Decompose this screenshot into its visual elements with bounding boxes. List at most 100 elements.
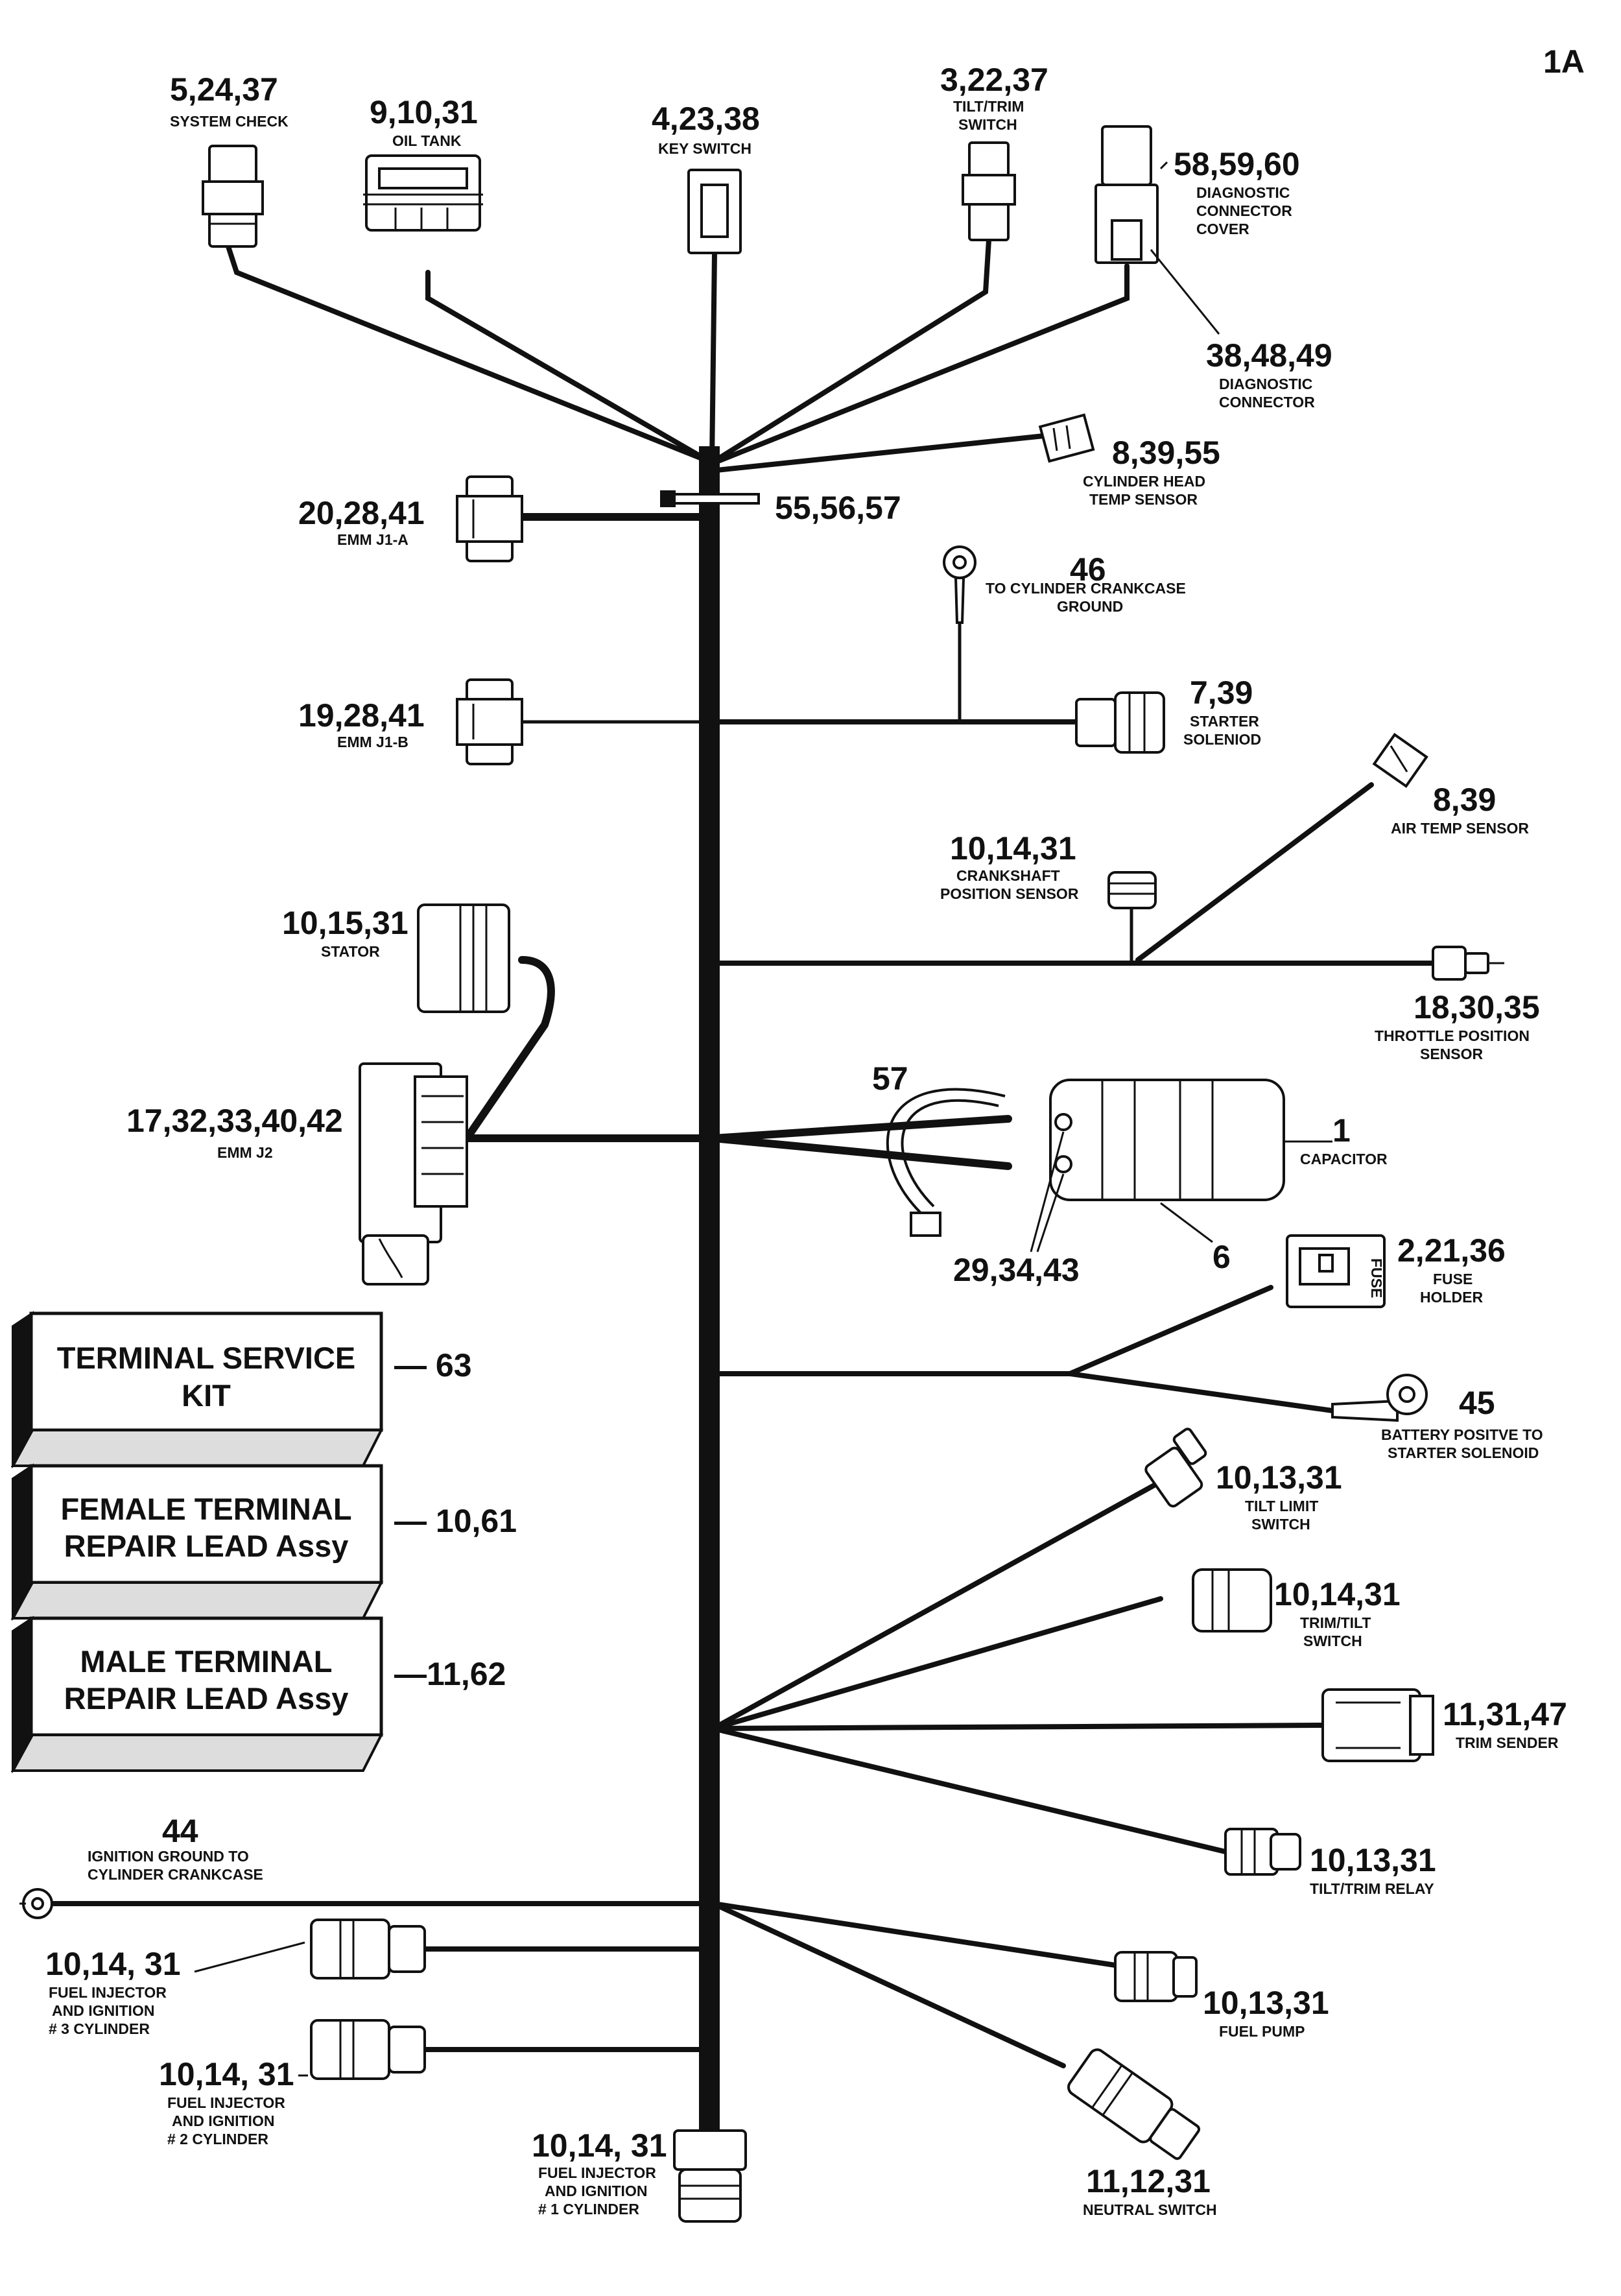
neutral-switch-connector[interactable]: 11,12,31 NEUTRAL SWITCH (1065, 2047, 1217, 2218)
kit-1-line-1: TERMINAL SERVICE (57, 1341, 356, 1375)
ignition-ground-num: 44 (162, 1813, 198, 1849)
air-temp-sensor[interactable]: 8,39 AIR TEMP SENSOR (1372, 732, 1529, 837)
cyl-head-temp-cap-1: CYLINDER HEAD (1083, 473, 1205, 490)
starter-solenoid-cap-1: STARTER (1190, 713, 1259, 730)
fuel-injector-2-connector[interactable]: 10,14, 31 FUEL INJECTOR AND IGNITION # 2… (159, 2019, 426, 2147)
starter-solenoid-num: 7,39 (1190, 675, 1253, 711)
crankcase-ground-num: 46 (1070, 551, 1106, 588)
stator-connector[interactable]: 10,15,31 STATOR (282, 903, 510, 1013)
emm-j1b-caption: EMM J1-B (337, 734, 408, 750)
ignition-ground-terminal[interactable]: 44 IGNITION GROUND TO CYLINDER CRANKCASE (19, 1813, 263, 1919)
fuel-pump-connector[interactable]: 10,13,31 FUEL PUMP (1114, 1951, 1329, 2040)
trim-sender-caption: TRIM SENDER (1456, 1734, 1559, 1751)
emm-j2-caption: EMM J2 (217, 1144, 273, 1161)
starter-solenoid-connector[interactable]: 7,39 STARTER SOLENIOD (1075, 675, 1261, 754)
cable-tie[interactable]: 57 (872, 1060, 1006, 1237)
male-terminal-repair-lead[interactable]: MALE TERMINAL REPAIR LEAD Assy —11,62 (10, 1616, 506, 1773)
kit-2-line-2: REPAIR LEAD Assy (64, 1529, 349, 1563)
key-switch-connector[interactable]: 4,23,38 KEY SWITCH (652, 101, 760, 254)
diag-cover-cap-2: CONNECTOR (1196, 202, 1292, 219)
fuel-pump-num: 10,13,31 (1203, 1985, 1329, 2021)
harness-trunk (699, 446, 720, 2135)
neutral-switch-caption: NEUTRAL SWITCH (1083, 2201, 1217, 2218)
oil-tank-caption: OIL TANK (392, 132, 462, 149)
ignition-ground-cap-2: CYLINDER CRANKCASE (88, 1866, 263, 1883)
tilt-limit-cap-2: SWITCH (1251, 1516, 1310, 1533)
trim-tilt-switch-num: 10,14,31 (1274, 1576, 1401, 1612)
clamp-label: 55,56,57 (775, 490, 901, 526)
injector-1-cap-3: # 1 CYLINDER (538, 2201, 639, 2218)
key-switch-caption: KEY SWITCH (658, 140, 751, 157)
emm-j1b-connector[interactable]: 19,28,41 EMM J1-B (298, 678, 523, 765)
battery-positive-num: 45 (1459, 1385, 1495, 1421)
tilt-limit-cap-1: TILT LIMIT (1245, 1498, 1318, 1514)
fuel-pump-caption: FUEL PUMP (1219, 2023, 1305, 2040)
air-temp-caption: AIR TEMP SENSOR (1391, 820, 1529, 837)
tilt-trim-relay[interactable]: 10,13,31 TILT/TRIM RELAY (1224, 1828, 1436, 1897)
injector-3-cap-1: FUEL INJECTOR (49, 1984, 167, 2001)
system-check-connector[interactable]: 5,24,37 SYSTEM CHECK (170, 71, 289, 248)
fuel-injector-1-connector[interactable]: 10,14, 31 FUEL INJECTOR AND IGNITION # 1… (532, 2127, 747, 2223)
battery-positive-cap-2: STARTER SOLENOID (1388, 1444, 1539, 1461)
diag-connector-cap-2: CONNECTOR (1219, 394, 1315, 411)
tilt-trim-switch-connector[interactable]: 3,22,37 TILT/TRIM SWITCH (940, 62, 1048, 241)
tilt-trim-switch-cap-2: SWITCH (958, 116, 1017, 133)
diag-cover-cap-1: DIAGNOSTIC (1196, 184, 1290, 201)
emm-j1a-connector[interactable]: 20,28,41 EMM J1-A (298, 475, 523, 562)
injector-2-cap-3: # 2 CYLINDER (167, 2131, 268, 2147)
injector-3-cap-3: # 3 CYLINDER (49, 2020, 150, 2037)
tilt-trim-relay-num: 10,13,31 (1310, 1842, 1436, 1878)
crankcase-ground-terminal[interactable]: 46 TO CYLINDER CRANKCASE GROUND (943, 545, 1186, 624)
kit-2-ref: — 10,61 (394, 1503, 517, 1539)
harness-wires (36, 237, 1436, 2068)
diagnostic-connector[interactable]: 38,48,49 DIAGNOSTIC CONNECTOR (1150, 249, 1332, 411)
kit-3-line-1: MALE TERMINAL (80, 1644, 332, 1679)
cyl-head-temp-cap-2: TEMP SENSOR (1089, 491, 1198, 508)
fuse-holder-cap-2: HOLDER (1420, 1289, 1484, 1306)
trim-tilt-switch-cap-2: SWITCH (1303, 1632, 1362, 1649)
tilt-limit-switch[interactable]: 10,13,31 TILT LIMIT SWITCH (1144, 1428, 1342, 1533)
crankcase-ground-cap-1: TO CYLINDER CRANKCASE (986, 580, 1186, 597)
female-terminal-repair-lead[interactable]: FEMALE TERMINAL REPAIR LEAD Assy — 10,61 (10, 1463, 517, 1621)
injector-2-cap-1: FUEL INJECTOR (167, 2094, 285, 2111)
diagnostic-connector-cover[interactable]: 58,59,60 DIAGNOSTIC CONNECTOR COVER (1094, 125, 1300, 264)
oil-tank-connector[interactable]: 9,10,31 OIL TANK (363, 94, 483, 232)
tilt-trim-relay-caption: TILT/TRIM RELAY (1310, 1880, 1434, 1897)
battery-positive-terminal[interactable]: 45 BATTERY POSITVE TO STARTER SOLENOID (1331, 1374, 1543, 1461)
injector-1-cap-2: AND IGNITION (545, 2182, 647, 2199)
crankcase-ground-cap-2: GROUND (1057, 598, 1123, 615)
fuse-holder[interactable]: FUSE 2,21,36 FUSE HOLDER (1286, 1232, 1506, 1308)
emm-j2-connector[interactable]: 17,32,33,40,42 EMM J2 (126, 1062, 468, 1286)
terminal-service-kit[interactable]: TERMINAL SERVICE KIT — 63 (10, 1311, 472, 1468)
injector-3-num: 10,14, 31 (45, 1946, 181, 1982)
injector-1-cap-1: FUEL INJECTOR (538, 2164, 656, 2181)
injector-3-cap-2: AND IGNITION (52, 2002, 154, 2019)
fuse-holder-mark: FUSE (1368, 1258, 1385, 1298)
trim-tilt-switch[interactable]: 10,14,31 TRIM/TILT SWITCH (1192, 1568, 1401, 1649)
starter-solenoid-cap-2: SOLENIOD (1183, 731, 1261, 748)
kit-1-line-2: KIT (182, 1378, 231, 1413)
throttle-cap-2: SENSOR (1420, 1046, 1484, 1062)
diag-connector-cap-1: DIAGNOSTIC (1219, 376, 1312, 392)
trim-sender[interactable]: 11,31,47 TRIM SENDER (1321, 1688, 1567, 1762)
kit-2-line-1: FEMALE TERMINAL (60, 1492, 351, 1526)
emm-j1a-caption: EMM J1-A (337, 531, 408, 548)
tilt-limit-num: 10,13,31 (1216, 1459, 1342, 1496)
clamp-55-56-57[interactable]: 55,56,57 (660, 490, 901, 526)
cylinder-head-temp-sensor[interactable]: 8,39,55 CYLINDER HEAD TEMP SENSOR (1038, 413, 1220, 508)
capacitor[interactable]: 1 CAPACITOR 29,34,43 6 (953, 1079, 1388, 1288)
capacitor-num: 1 (1332, 1112, 1351, 1149)
system-check-caption: SYSTEM CHECK (170, 113, 289, 130)
fuse-holder-num: 2,21,36 (1397, 1232, 1506, 1269)
neutral-switch-num: 11,12,31 (1086, 2163, 1211, 2199)
kit-3-ref: —11,62 (394, 1656, 506, 1692)
system-check-num: 5,24,37 (170, 71, 278, 108)
fuel-injector-3-connector[interactable]: 10,14, 31 FUEL INJECTOR AND IGNITION # 3… (45, 1919, 426, 2037)
trim-tilt-switch-cap-1: TRIM/TILT (1300, 1614, 1371, 1631)
throttle-position-sensor[interactable]: 18,30,35 THROTTLE POSITION SENSOR (1375, 946, 1540, 1062)
capacitor-strap-num: 6 (1213, 1239, 1231, 1275)
crankshaft-position-sensor[interactable]: 10,14,31 CRANKSHAFT POSITION SENSOR (940, 830, 1157, 909)
emm-j1a-num: 20,28,41 (298, 495, 425, 531)
capacitor-leads-num: 29,34,43 (953, 1252, 1080, 1288)
